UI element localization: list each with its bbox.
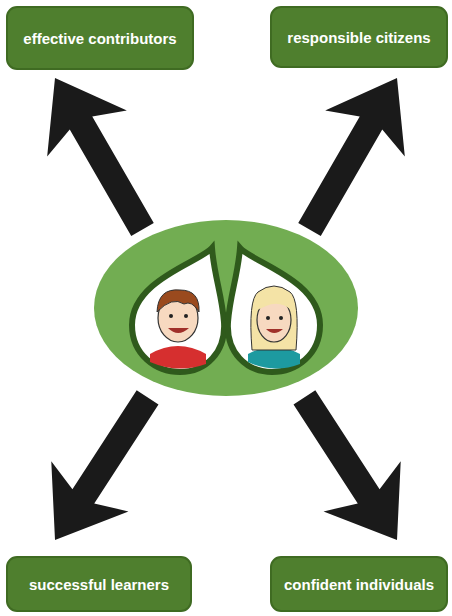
teardrop [228, 248, 320, 372]
eye [184, 314, 188, 318]
hair [251, 286, 297, 350]
child-boy [132, 248, 224, 372]
teardrop [132, 248, 224, 372]
big-arrow [16, 372, 186, 565]
eye [169, 314, 173, 318]
outcome-box: successful learners [6, 556, 192, 612]
box-label: responsible citizens [287, 29, 430, 46]
outcome-box: responsible citizens [270, 6, 448, 68]
hair [157, 290, 199, 312]
center-ellipse [94, 220, 358, 396]
big-arrow [15, 55, 182, 253]
box-label: effective contributors [23, 30, 176, 47]
arrows [15, 55, 437, 565]
outcome-box: confident individuals [270, 556, 448, 612]
shirt [150, 346, 206, 369]
big-arrow [266, 372, 436, 565]
mouth [266, 329, 283, 333]
fringe [257, 294, 291, 310]
eye [279, 316, 283, 320]
outcome-box: effective contributors [6, 6, 194, 70]
box-label: successful learners [29, 576, 169, 593]
box-label: confident individuals [284, 576, 434, 593]
mouth [168, 328, 189, 333]
eye [266, 316, 270, 320]
big-arrow [270, 55, 437, 253]
child-girl [228, 248, 320, 372]
